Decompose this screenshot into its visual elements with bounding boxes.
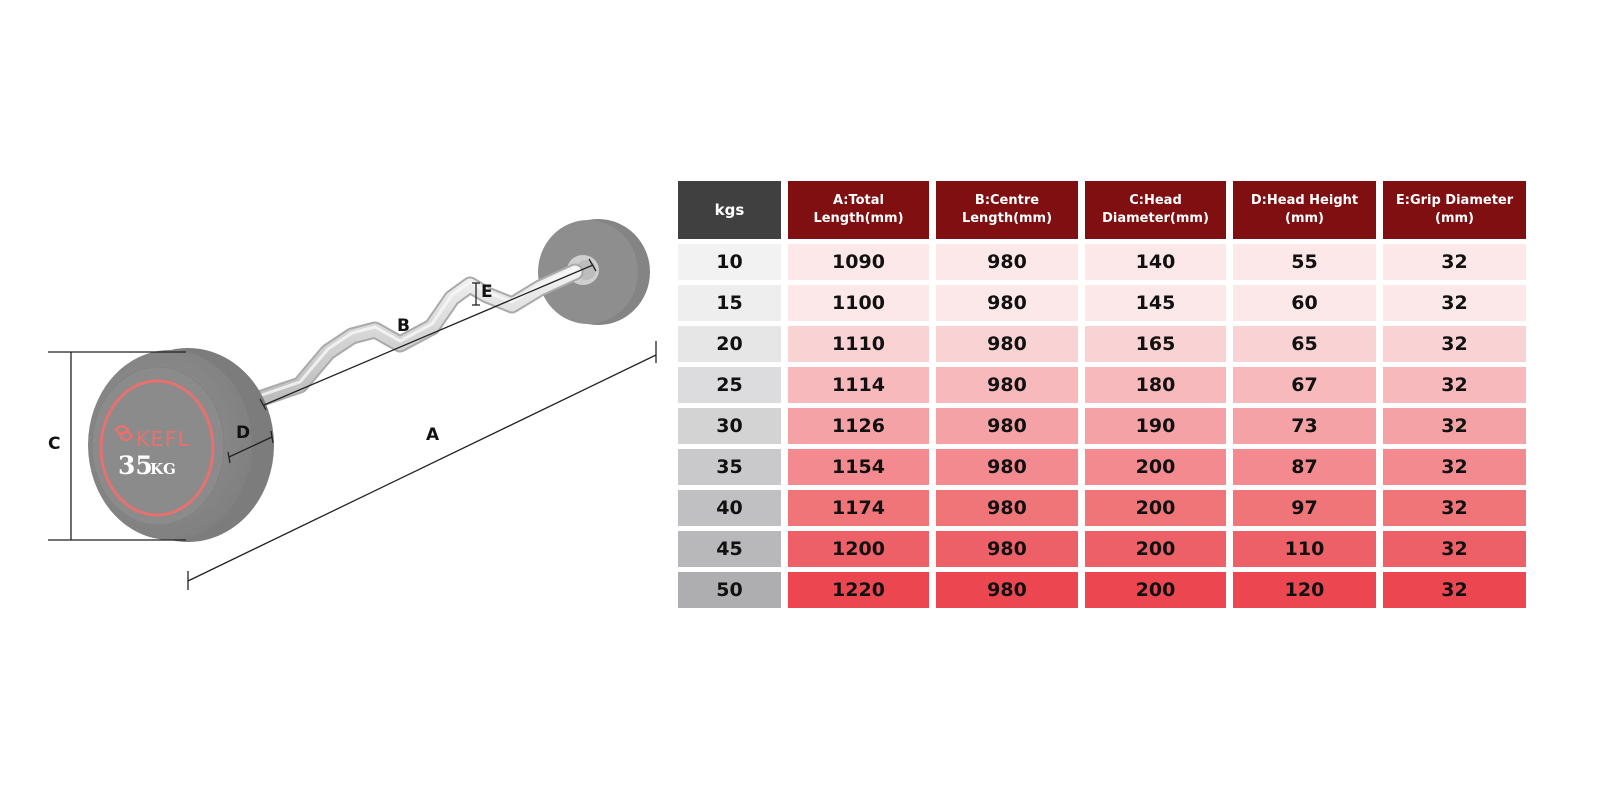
cell-kgs: 10 bbox=[678, 244, 781, 280]
dimension-a-line bbox=[187, 341, 657, 590]
cell-head-diameter: 200 bbox=[1085, 572, 1226, 608]
header-centre-length: B:Centre Length(mm) bbox=[936, 181, 1078, 239]
header-kgs: kgs bbox=[678, 181, 781, 239]
header-head-height: D:Head Height (mm) bbox=[1233, 181, 1376, 239]
ez-curl-bar bbox=[253, 263, 584, 407]
dimension-d-line bbox=[227, 430, 274, 464]
cell-kgs: 50 bbox=[678, 572, 781, 608]
dimension-label-b: B bbox=[397, 316, 410, 336]
cell-head-height: 97 bbox=[1233, 490, 1376, 526]
cell-centre-length: 980 bbox=[936, 449, 1078, 485]
cell-head-height: 60 bbox=[1233, 285, 1376, 321]
cell-total-length: 1114 bbox=[788, 367, 929, 403]
far-plate bbox=[538, 219, 650, 325]
cell-head-height: 120 bbox=[1233, 572, 1376, 608]
cell-head-diameter: 180 bbox=[1085, 367, 1226, 403]
dimension-label-e: E bbox=[481, 282, 493, 302]
cell-total-length: 1100 bbox=[788, 285, 929, 321]
cell-head-height: 67 bbox=[1233, 367, 1376, 403]
cell-centre-length: 980 bbox=[936, 531, 1078, 567]
cell-centre-length: 980 bbox=[936, 367, 1078, 403]
cell-head-diameter: 190 bbox=[1085, 408, 1226, 444]
cell-head-height: 110 bbox=[1233, 531, 1376, 567]
dimension-label-d: D bbox=[236, 423, 251, 443]
cell-head-diameter: 200 bbox=[1085, 449, 1226, 485]
cell-total-length: 1110 bbox=[788, 326, 929, 362]
cell-total-length: 1126 bbox=[788, 408, 929, 444]
cell-grip-diameter: 32 bbox=[1383, 490, 1526, 526]
cell-head-diameter: 200 bbox=[1085, 531, 1226, 567]
cell-centre-length: 980 bbox=[936, 490, 1078, 526]
cell-head-diameter: 145 bbox=[1085, 285, 1226, 321]
dimension-label-a: A bbox=[426, 425, 440, 445]
cell-centre-length: 980 bbox=[936, 408, 1078, 444]
cell-grip-diameter: 32 bbox=[1383, 408, 1526, 444]
cell-centre-length: 980 bbox=[936, 285, 1078, 321]
cell-kgs: 35 bbox=[678, 449, 781, 485]
header-total-length: A:Total Length(mm) bbox=[788, 181, 929, 239]
cell-total-length: 1220 bbox=[788, 572, 929, 608]
cell-grip-diameter: 32 bbox=[1383, 326, 1526, 362]
cell-total-length: 1174 bbox=[788, 490, 929, 526]
cell-grip-diameter: 32 bbox=[1383, 244, 1526, 280]
cell-grip-diameter: 32 bbox=[1383, 572, 1526, 608]
cell-grip-diameter: 32 bbox=[1383, 531, 1526, 567]
dimension-label-c: C bbox=[48, 434, 61, 454]
header-head-diameter: C:Head Diameter(mm) bbox=[1085, 181, 1226, 239]
dimension-b-line bbox=[259, 258, 597, 411]
cell-centre-length: 980 bbox=[936, 326, 1078, 362]
cell-head-height: 55 bbox=[1233, 244, 1376, 280]
cell-kgs: 30 bbox=[678, 408, 781, 444]
cell-total-length: 1200 bbox=[788, 531, 929, 567]
barbell-dimension-diagram: KEFL 35 KG bbox=[0, 0, 680, 800]
cell-kgs: 45 bbox=[678, 531, 781, 567]
specification-table: kgs A:Total Length(mm) B:Centre Length(m… bbox=[678, 181, 1527, 608]
cell-head-height: 65 bbox=[1233, 326, 1376, 362]
dimension-c-line bbox=[48, 351, 186, 541]
cell-kgs: 25 bbox=[678, 367, 781, 403]
cell-head-height: 73 bbox=[1233, 408, 1376, 444]
cell-grip-diameter: 32 bbox=[1383, 367, 1526, 403]
cell-kgs: 15 bbox=[678, 285, 781, 321]
near-plate: KEFL 35 KG bbox=[88, 348, 274, 542]
cell-total-length: 1154 bbox=[788, 449, 929, 485]
barbell-illustration: KEFL 35 KG bbox=[48, 219, 657, 590]
cell-total-length: 1090 bbox=[788, 244, 929, 280]
dimension-e-line bbox=[472, 282, 480, 306]
plate-weight-unit: KG bbox=[150, 460, 176, 478]
cell-head-diameter: 165 bbox=[1085, 326, 1226, 362]
cell-kgs: 20 bbox=[678, 326, 781, 362]
cell-centre-length: 980 bbox=[936, 572, 1078, 608]
kefl-logo-icon bbox=[114, 424, 134, 442]
cell-kgs: 40 bbox=[678, 490, 781, 526]
cell-grip-diameter: 32 bbox=[1383, 449, 1526, 485]
plate-weight-number: 35 bbox=[118, 451, 153, 480]
cell-head-height: 87 bbox=[1233, 449, 1376, 485]
cell-centre-length: 980 bbox=[936, 244, 1078, 280]
brand-text: KEFL bbox=[136, 427, 190, 451]
header-grip-diameter: E:Grip Diameter (mm) bbox=[1383, 181, 1526, 239]
cell-head-diameter: 200 bbox=[1085, 490, 1226, 526]
cell-grip-diameter: 32 bbox=[1383, 285, 1526, 321]
cell-head-diameter: 140 bbox=[1085, 244, 1226, 280]
